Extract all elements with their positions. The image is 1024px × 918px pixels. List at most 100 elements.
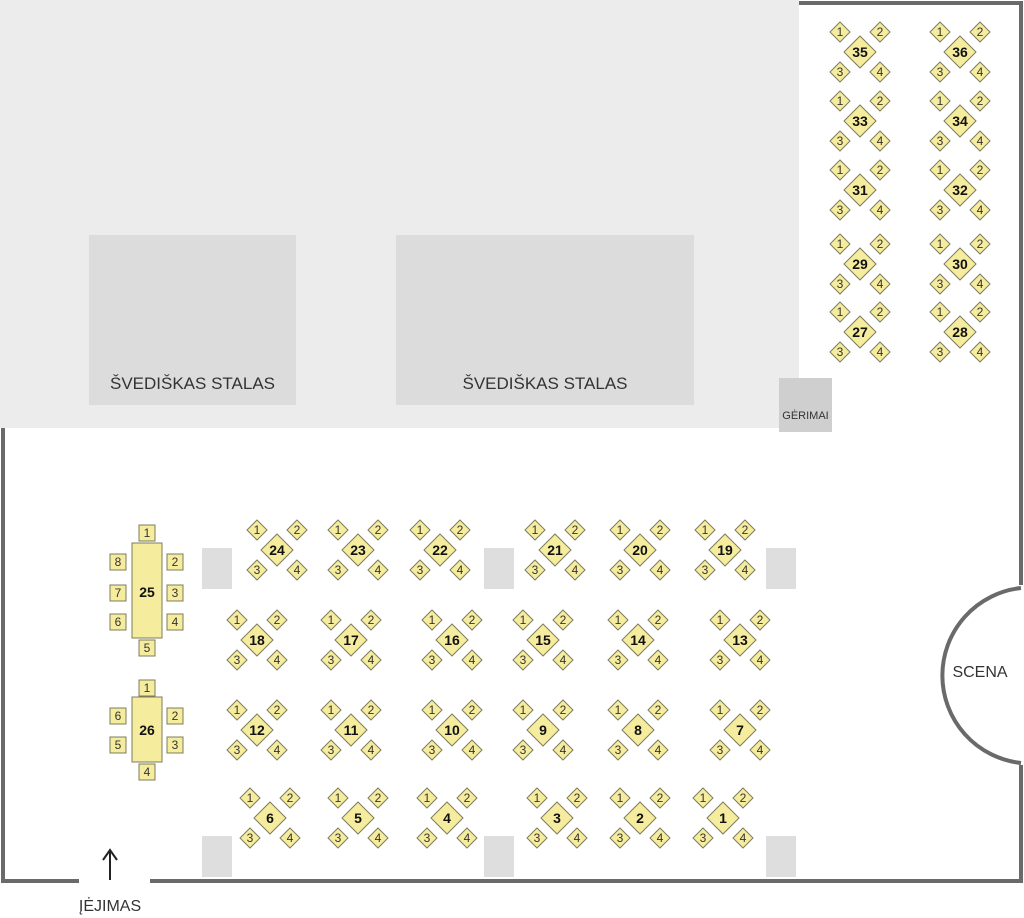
seat-marker[interactable]	[279, 787, 301, 809]
seat-marker[interactable]	[649, 559, 671, 581]
seat-marker[interactable]	[732, 787, 754, 809]
seat-marker[interactable]	[461, 739, 483, 761]
seat-marker[interactable]	[734, 519, 756, 541]
seat-marker[interactable]	[969, 130, 991, 152]
seat-marker[interactable]	[829, 341, 851, 363]
seat-marker[interactable]	[694, 519, 716, 541]
seat-marker[interactable]	[138, 639, 156, 657]
seat-marker[interactable]	[552, 739, 574, 761]
seat-marker[interactable]	[512, 649, 534, 671]
seat-marker[interactable]	[416, 787, 438, 809]
seat-marker[interactable]	[749, 649, 771, 671]
seat-marker[interactable]	[421, 699, 443, 721]
seat-marker[interactable]	[564, 519, 586, 541]
table-top[interactable]	[706, 801, 740, 835]
table-top[interactable]	[621, 623, 655, 657]
seat-marker[interactable]	[166, 613, 184, 631]
table-top[interactable]	[943, 315, 977, 349]
seat-marker[interactable]	[829, 90, 851, 112]
seat-marker[interactable]	[647, 609, 669, 631]
seat-marker[interactable]	[749, 699, 771, 721]
seat-marker[interactable]	[526, 827, 548, 849]
seat-marker[interactable]	[969, 341, 991, 363]
seat-marker[interactable]	[327, 787, 349, 809]
seat-marker[interactable]	[647, 649, 669, 671]
seat-marker[interactable]	[409, 559, 431, 581]
seat-marker[interactable]	[360, 649, 382, 671]
table-top[interactable]	[334, 623, 368, 657]
seat-marker[interactable]	[734, 559, 756, 581]
seat-marker[interactable]	[226, 649, 248, 671]
seat-marker[interactable]	[969, 199, 991, 221]
seat-marker[interactable]	[566, 827, 588, 849]
seat-marker[interactable]	[360, 609, 382, 631]
seat-marker[interactable]	[512, 699, 534, 721]
seat-marker[interactable]	[138, 763, 156, 781]
seat-marker[interactable]	[609, 827, 631, 849]
seat-marker[interactable]	[869, 130, 891, 152]
seat-marker[interactable]	[566, 787, 588, 809]
seat-marker[interactable]	[239, 787, 261, 809]
seat-marker[interactable]	[166, 707, 184, 725]
table-top[interactable]	[623, 533, 657, 567]
drinks-station[interactable]	[779, 378, 832, 432]
seat-marker[interactable]	[969, 233, 991, 255]
seat-marker[interactable]	[969, 301, 991, 323]
seat-marker[interactable]	[969, 273, 991, 295]
seat-marker[interactable]	[552, 649, 574, 671]
seat-marker[interactable]	[649, 827, 671, 849]
table-top[interactable]	[240, 713, 274, 747]
seat-marker[interactable]	[367, 787, 389, 809]
seat-marker[interactable]	[869, 301, 891, 323]
seat-marker[interactable]	[246, 559, 268, 581]
seat-marker[interactable]	[929, 341, 951, 363]
seat-marker[interactable]	[109, 707, 127, 725]
seat-marker[interactable]	[709, 699, 731, 721]
seat-marker[interactable]	[552, 699, 574, 721]
table-top[interactable]	[843, 173, 877, 207]
seat-marker[interactable]	[327, 827, 349, 849]
table-top[interactable]	[623, 801, 657, 835]
seat-marker[interactable]	[266, 649, 288, 671]
seat-marker[interactable]	[929, 90, 951, 112]
seat-marker[interactable]	[929, 61, 951, 83]
seat-marker[interactable]	[929, 199, 951, 221]
seat-marker[interactable]	[461, 649, 483, 671]
seat-marker[interactable]	[829, 233, 851, 255]
seat-marker[interactable]	[286, 519, 308, 541]
table-top[interactable]	[435, 623, 469, 657]
table-top[interactable]	[538, 533, 572, 567]
seat-marker[interactable]	[226, 609, 248, 631]
seat-marker[interactable]	[461, 609, 483, 631]
seat-marker[interactable]	[320, 649, 342, 671]
seat-marker[interactable]	[929, 159, 951, 181]
table-top[interactable]	[723, 623, 757, 657]
seat-marker[interactable]	[564, 559, 586, 581]
seat-marker[interactable]	[327, 559, 349, 581]
table-top[interactable]	[843, 247, 877, 281]
table-top[interactable]	[843, 104, 877, 138]
seat-marker[interactable]	[829, 130, 851, 152]
seat-marker[interactable]	[166, 736, 184, 754]
seat-marker[interactable]	[109, 736, 127, 754]
